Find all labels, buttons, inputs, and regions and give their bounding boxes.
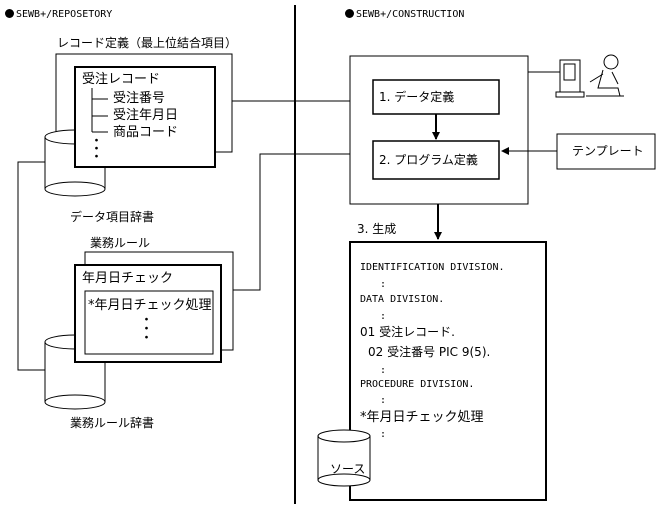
step2-label: 2. プログラム定義: [379, 153, 478, 167]
bullet-icon: [345, 9, 354, 18]
step1-label: 1. データ定義: [379, 90, 455, 104]
arrow-rule-to-step2: [233, 150, 371, 291]
src-line-5: 01 受注レコード.: [360, 325, 455, 339]
record-tree-lines: [91, 88, 108, 133]
dictionary-link-line: [17, 161, 45, 371]
repository-header-text: SEWB+/REPOSETORY: [16, 9, 113, 20]
source-label: ソース: [330, 462, 366, 476]
field-product-code: 商品コード: [113, 125, 179, 140]
template-box: [556, 133, 656, 170]
construction-box: [349, 55, 529, 205]
src-line-6: 02 受注番号 PIC 9(5).: [368, 345, 491, 359]
src-line-3: DATA DIVISION.: [360, 294, 445, 305]
data-dictionary-label: データ項目辞書: [70, 210, 155, 224]
template-label: テンプレート: [572, 144, 644, 158]
repository-header: SEWB+/REPOSETORY: [5, 9, 112, 20]
bullet-icon: [5, 9, 14, 18]
src-line-4: :: [380, 311, 387, 322]
record-ellipsis: ・・・: [90, 134, 104, 165]
src-line-9: :: [380, 395, 387, 406]
rule-inner-box: [84, 290, 214, 355]
field-order-no: 受注番号: [113, 91, 166, 106]
construction-header-text: SEWB+/CONSTRUCTION: [356, 9, 465, 20]
rule-label: 業務ルール: [90, 236, 151, 250]
record-def-front-box: [74, 66, 216, 168]
src-line-11: :: [380, 429, 387, 440]
rule-name: 年月日チェック: [82, 271, 174, 286]
rule-dictionary-label: 業務ルール辞書: [70, 416, 155, 430]
step2-box: [372, 140, 500, 180]
field-order-date: 受注年月日: [113, 108, 179, 123]
src-line-10: *年月日チェック処理: [360, 410, 484, 425]
rule-ellipsis: ・・・: [140, 313, 154, 346]
record-def-label: レコード定義（最上位結合項目）: [57, 36, 238, 50]
source-cylinder: [317, 429, 371, 487]
user-computer-icon: [528, 54, 624, 98]
record-name: 受注レコード: [82, 72, 161, 87]
generate-label: 3. 生成: [357, 222, 397, 236]
src-line-1: IDENTIFICATION DIVISION.: [360, 262, 505, 273]
src-line-8: PROCEDURE DIVISION.: [360, 379, 475, 390]
construction-header: SEWB+/CONSTRUCTION: [345, 9, 464, 20]
src-line-7: :: [380, 365, 387, 376]
src-line-2: :: [380, 279, 387, 290]
source-box: [349, 241, 547, 501]
rule-item: *年月日チェック処理: [88, 298, 212, 313]
